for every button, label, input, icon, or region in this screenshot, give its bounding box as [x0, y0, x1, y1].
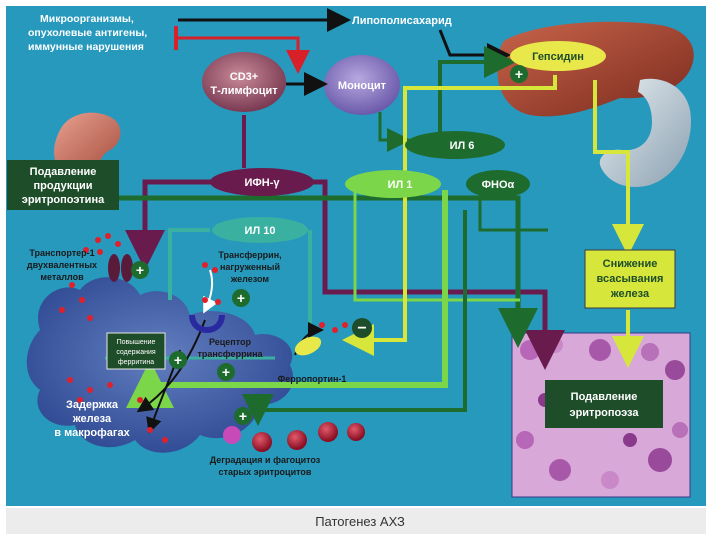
cd3-label-2: Т-лимфоцит	[210, 85, 278, 97]
erythropoiesis-label-1: Подавление	[571, 391, 638, 403]
arrow-tnf	[478, 190, 548, 232]
caption-text: Патогенез АХЗ	[315, 514, 405, 529]
arrow-dg-bottom	[242, 210, 467, 426]
il10-pill	[212, 217, 308, 243]
microorganisms-label-1: Микроорганизмы,	[40, 13, 134, 25]
il10-label: ИЛ 10	[245, 225, 276, 237]
ferroportin-label: Ферропортин-1	[278, 374, 347, 384]
ifn-label: ИФН-γ	[244, 177, 280, 189]
arrow-il10	[168, 228, 210, 300]
arrow-il1-down	[126, 190, 448, 408]
transporter-label-3: металлов	[40, 272, 84, 282]
il1-pill	[345, 170, 441, 198]
arrow-hepcidin-absorption	[593, 80, 644, 256]
retention-label-1: Задержка	[66, 399, 119, 411]
receptor-label-1: Рецептор	[209, 337, 252, 347]
ferritin-label-2: содержания	[116, 349, 156, 356]
arrow-ifn-right	[308, 179, 565, 370]
plus-sign-degradation: +	[234, 407, 252, 425]
transporter-label-1: Транспортер-1	[29, 248, 94, 258]
plus-sign-receptor: +	[217, 363, 235, 381]
il6-pill	[405, 131, 505, 159]
minus-sign-ferroportin: −	[352, 318, 372, 338]
epo-label-2: продукции	[34, 180, 93, 192]
plus-sign-transporter: +	[131, 261, 149, 279]
svg-text:+: +	[222, 364, 230, 380]
ferroportin-icon	[294, 336, 322, 356]
lps-label: Липополисахарид	[352, 15, 452, 27]
epo-label-3: эритропоэтина	[22, 194, 105, 206]
il6-label: ИЛ 6	[450, 140, 475, 152]
transporter-icon-a	[108, 254, 120, 282]
erythrocyte-icon	[223, 422, 365, 452]
il1-label: ИЛ 1	[388, 179, 413, 191]
transporter-label-2: двухвалентных	[27, 260, 97, 270]
caption-bar	[6, 508, 706, 534]
erythropoiesis-suppression-box	[545, 380, 663, 428]
plus-sign-hepcidin: +	[510, 65, 528, 83]
degradation-label-2: старых эритроцитов	[219, 467, 312, 477]
tnf-label: ФНОα	[482, 179, 515, 191]
cd3-label-1: CD3+	[230, 71, 258, 83]
arrow-il6-to-hepcidin	[438, 46, 516, 140]
arrow-white-transferrin	[203, 269, 218, 314]
iron-dots	[59, 233, 348, 443]
arrow-hepcidin-ferroportin	[342, 75, 557, 356]
monocyte-label: Моноцит	[338, 80, 387, 92]
retention-label-2: железа	[72, 413, 112, 425]
hepcidin-pill	[510, 41, 606, 71]
ferritin-increase-box	[106, 332, 166, 370]
ferritin-label-3: ферритина	[118, 359, 154, 366]
svg-text:+: +	[174, 352, 182, 368]
transferrin-receptor-icon	[189, 314, 225, 333]
retention-label-3: в макрофагах	[54, 427, 130, 439]
tnf-pill	[466, 170, 530, 198]
arrow-monocyte-to-il6	[378, 112, 411, 152]
svg-text:+: +	[237, 290, 245, 306]
svg-text:+: +	[136, 262, 144, 278]
transferrin-label-2: нагруженный	[220, 262, 280, 272]
microorganisms-label-3: иммунные нарушения	[28, 41, 144, 53]
stomach-icon	[599, 78, 691, 188]
ifn-pill	[210, 168, 314, 196]
cd3-t-cell	[202, 52, 286, 112]
receptor-label-2: трансферрина	[197, 349, 263, 359]
ferritin-label-1: Повышение	[117, 339, 156, 346]
plus-sign-transferrin: +	[232, 289, 250, 307]
arrow-ifn-left	[125, 179, 215, 270]
svg-text:−: −	[357, 320, 366, 337]
arrow-black-curve-1	[136, 319, 206, 413]
svg-text:+: +	[515, 66, 523, 82]
microorganisms-label-2: опухолевые антигены,	[28, 27, 147, 39]
transferrin-label-3: железом	[230, 274, 270, 284]
absorption-label-3: железа	[610, 288, 650, 300]
monocyte-cell	[324, 55, 400, 115]
absorption-decrease-box	[584, 249, 676, 309]
absorption-label-1: Снижение	[603, 258, 658, 270]
plus-sign-ferritin: +	[169, 351, 187, 369]
degradation-label-1: Деградация и фагоцитоз	[210, 455, 321, 465]
transferrin-label-1: Трансферрин,	[218, 250, 281, 260]
hepcidin-label: Гепсидин	[532, 51, 584, 63]
epo-label-1: Подавление	[30, 166, 97, 178]
arrow-epo-line	[118, 195, 538, 348]
absorption-label-2: всасывания	[597, 273, 664, 285]
kidney-icon	[54, 112, 121, 170]
epo-suppression-box	[7, 160, 119, 210]
svg-text:+: +	[239, 408, 247, 424]
arrow-red-to-cd3	[178, 36, 310, 74]
erythropoiesis-label-2: эритропоэза	[570, 407, 640, 419]
transporter-icon-b	[121, 254, 133, 282]
